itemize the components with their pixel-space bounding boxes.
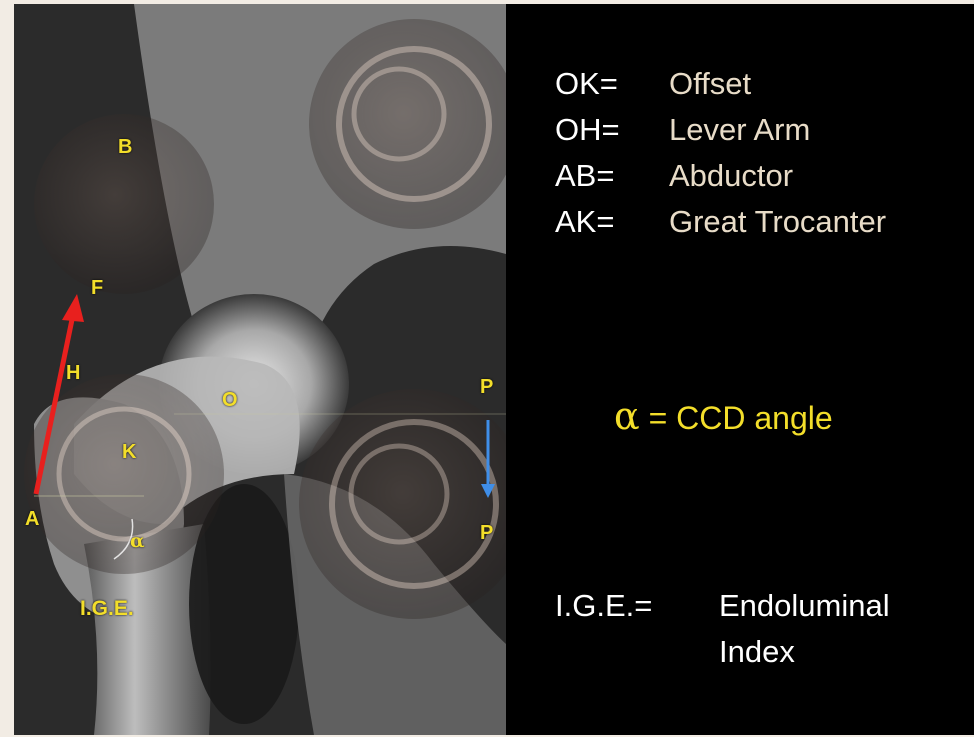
ccd-text: = CCD angle [649,400,833,436]
label-h: H [66,362,80,385]
alpha-symbol: α [614,394,640,438]
hip-xray-image [14,4,506,735]
label-b: B [118,136,132,159]
ccd-angle-definition: α = CCD angle [614,394,833,438]
legend-abbr: AK= [555,204,614,239]
label-f: F [91,277,103,300]
ige-desc-line2: Index [719,634,795,670]
legend-row-abductor: AB= Abductor [555,158,614,194]
legend-row-offset: OK= Offset [555,66,618,102]
legend-desc: Lever Arm [669,112,810,148]
label-a: A [25,508,39,531]
label-k: K [122,441,136,464]
legend-desc: Abductor [669,158,793,194]
label-p-top: P [480,376,493,399]
label-ige: I.G.E. [80,597,134,621]
label-p-bottom: P [480,522,493,545]
label-alpha: α [130,530,145,552]
ige-abbr: I.G.E.= [555,588,652,624]
legend-abbr: OH= [555,112,620,147]
legend-row-lever-arm: OH= Lever Arm [555,112,620,148]
legend-desc: Offset [669,66,751,102]
legend-desc: Great Trocanter [669,204,886,240]
slide: B F H O K A α I.G.E. P P OK= Offset OH= … [14,4,974,735]
legend-abbr: AB= [555,158,614,193]
ige-desc-line1: Endoluminal [719,588,890,624]
legend-row-great-trocanter: AK= Great Trocanter [555,204,614,240]
legend-abbr: OK= [555,66,618,101]
label-o: O [222,389,238,412]
